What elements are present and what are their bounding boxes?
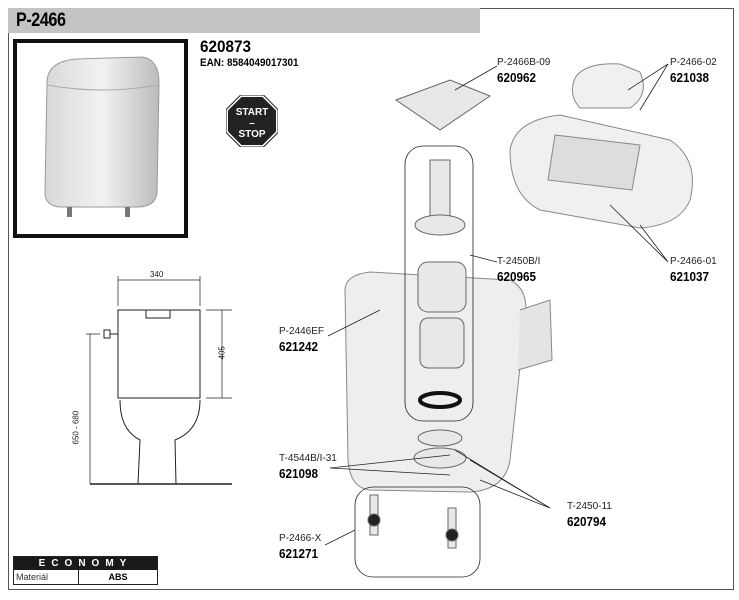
- part-code: 621242: [279, 339, 319, 354]
- part-ref: P-2466-X: [279, 533, 322, 544]
- valve-assembly: [367, 79, 492, 549]
- dim-tank-height: 405: [217, 346, 227, 360]
- part-ref: P-2466-01: [670, 256, 717, 267]
- spec-table: ECONOMY Materiál ABS: [13, 556, 158, 585]
- part-code: 620965: [497, 269, 537, 284]
- product-photo: [13, 39, 188, 238]
- callout-lines: [324, 63, 669, 578]
- part-code: 621037: [670, 269, 710, 284]
- product-ean: EAN: 8584049017301: [200, 57, 299, 69]
- lid-cover: [509, 63, 693, 229]
- dim-total-height: 650 - 680: [71, 410, 81, 445]
- dim-width: 340: [150, 270, 164, 279]
- product-code: 620873: [200, 37, 252, 56]
- badge-stop: STOP: [238, 129, 266, 140]
- part-code: 620794: [567, 514, 607, 529]
- badge-start: START: [235, 107, 269, 118]
- part-code: 621038: [670, 70, 710, 85]
- header-bar: P-2466: [8, 8, 480, 33]
- part-ref: P-2466-02: [670, 57, 717, 68]
- part-ref: T-2450-11: [567, 501, 612, 512]
- material-value: ABS: [108, 572, 128, 582]
- part-ref: P-2446EF: [279, 326, 325, 337]
- cistern-body: [344, 271, 553, 493]
- part-ref: T-4544B/I-31: [279, 453, 337, 464]
- part-code: 620962: [497, 70, 537, 85]
- part-code: 621271: [279, 546, 319, 561]
- part-ref: T-2450B/I: [497, 256, 541, 267]
- toilet-dimension-drawing: [86, 276, 232, 485]
- spec-class: ECONOMY: [14, 557, 157, 570]
- material-label: Materiál: [14, 570, 79, 584]
- part-ref: P-2466B-09: [497, 57, 551, 68]
- badge-dash: –: [249, 118, 255, 129]
- part-code: 621098: [279, 466, 319, 481]
- page-title: P-2466: [16, 10, 66, 31]
